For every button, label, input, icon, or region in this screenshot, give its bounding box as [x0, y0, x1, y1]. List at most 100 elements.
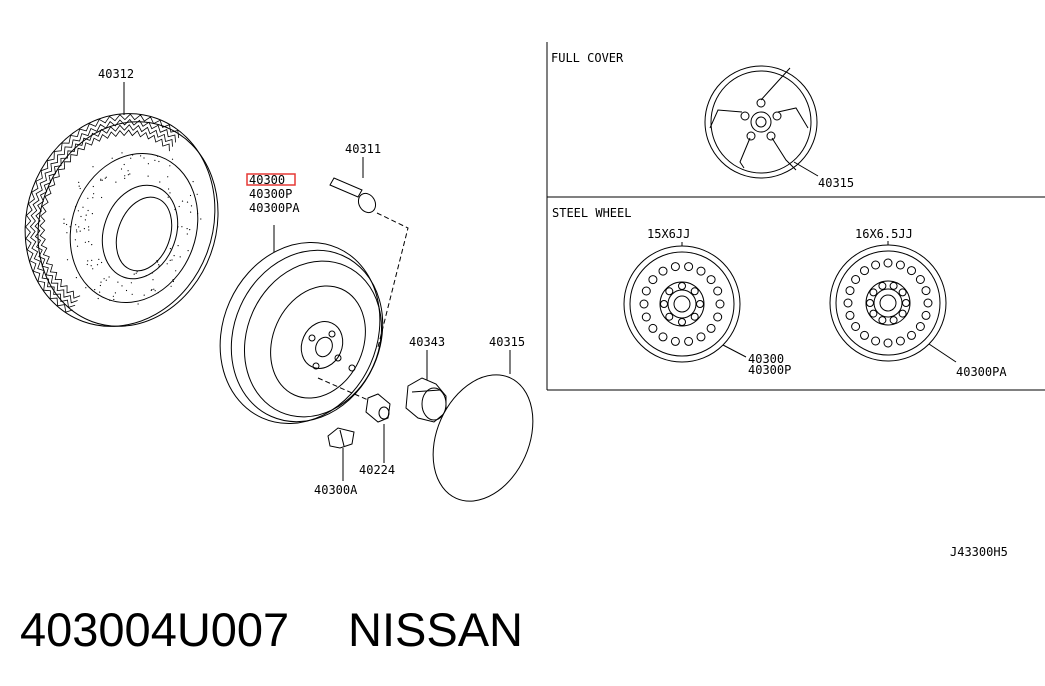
- nut-illustration: [317, 377, 391, 423]
- label-wheel-p[interactable]: 40300P: [249, 187, 292, 201]
- tire-stipple-dot: [66, 232, 68, 234]
- tire-stipple-dot: [108, 276, 110, 278]
- wheel-vent-hole: [641, 312, 651, 322]
- tire-stipple-dot: [99, 291, 101, 293]
- label-full-cover[interactable]: 40315: [818, 176, 854, 190]
- tire-stipple-dot: [167, 196, 169, 198]
- label-tire[interactable]: 40312: [98, 67, 134, 81]
- tire-stipple-dot: [105, 176, 107, 178]
- tire-stipple-dot: [90, 265, 92, 267]
- tire-stipple-dot: [169, 165, 171, 167]
- tire-stipple-dot: [103, 278, 105, 280]
- wheel-vent-hole: [915, 322, 925, 331]
- wheel-vent-hole: [713, 286, 723, 296]
- wheel-vent-hole: [871, 260, 881, 270]
- label-steel15-a[interactable]: 40300: [748, 352, 784, 366]
- tire-stipple-dot: [131, 293, 133, 295]
- wheel-vent-hole: [684, 262, 694, 272]
- tire-stipple-dot: [121, 285, 123, 287]
- tire-stipple-dot: [170, 285, 172, 287]
- tire-stipple-dot: [84, 219, 86, 221]
- tire-stipple-dot: [75, 229, 78, 231]
- wheel-vent-hole: [715, 299, 725, 309]
- label-valve[interactable]: 40311: [345, 142, 381, 156]
- wheel-lug-nut: [678, 282, 686, 290]
- tire-stipple-dot: [80, 215, 82, 218]
- tire-stipple-dot: [189, 229, 191, 231]
- full-cover-illustration: [704, 65, 818, 179]
- tire-stipple-dot: [200, 218, 202, 220]
- tire-stipple-dot: [74, 239, 76, 241]
- tire-stipple-dot: [66, 223, 68, 226]
- label-steel16[interactable]: 40300PA: [956, 365, 1007, 379]
- tire-stipple-dot: [124, 177, 126, 179]
- tire-stipple-dot: [130, 282, 132, 284]
- tire-stipple-dot: [154, 290, 156, 292]
- tire-stipple-dot: [121, 152, 123, 154]
- tire-tread-line: [29, 118, 176, 308]
- wheel-vent-hole: [843, 298, 853, 308]
- tire-tread-line: [34, 124, 173, 304]
- tire-stipple-dot: [85, 287, 87, 289]
- tire-stipple-dot: [93, 193, 95, 195]
- wheel-lug-nut: [678, 318, 686, 326]
- wheel-vent-hole: [658, 332, 668, 342]
- wheel-lug-nut: [869, 288, 878, 297]
- tire-stipple-dot: [187, 250, 189, 252]
- wheel-vent-hole: [706, 275, 716, 285]
- highlight-box: [246, 173, 296, 186]
- tire-stipple-dot: [156, 260, 158, 262]
- tire-stipple-dot: [143, 294, 145, 296]
- tire-stipple-dot: [87, 260, 89, 262]
- label-weight[interactable]: 40300A: [314, 483, 358, 497]
- tire-stipple-dot: [143, 157, 145, 159]
- wheel-lug-nut: [690, 312, 699, 321]
- wheel-lug-nut: [869, 309, 878, 318]
- steel-wheel-title: STEEL WHEEL: [552, 206, 631, 220]
- tire-stipple-dot: [75, 277, 77, 279]
- tire-stipple-dot: [109, 299, 111, 301]
- label-wheel-pa[interactable]: 40300PA: [249, 201, 300, 215]
- tire-stipple-dot: [186, 201, 189, 203]
- tire-stipple-dot: [133, 273, 135, 275]
- wheel-vent-hole: [851, 275, 861, 284]
- wheel-vent-hole: [713, 312, 723, 322]
- label-cover-disc[interactable]: 40315: [489, 335, 525, 349]
- tire-stipple-dot: [127, 174, 129, 176]
- tire-stipple-dot: [181, 200, 184, 202]
- tire-stipple-dot: [158, 265, 160, 267]
- label-steel15-b[interactable]: 40300P: [748, 363, 791, 377]
- tire-stipple-dot: [117, 281, 119, 283]
- tire-stipple-dot: [136, 271, 138, 273]
- tire-stipple-dot: [169, 248, 171, 250]
- wheel-lug-nut: [866, 299, 874, 307]
- tire-stipple-dot: [152, 279, 154, 281]
- wheel-vent-hole: [923, 298, 933, 308]
- tire-stipple-dot: [69, 226, 71, 228]
- tire-tread-line: [25, 113, 180, 313]
- tire-stipple-dot: [120, 168, 123, 170]
- tire-stipple-dot: [79, 187, 81, 190]
- tire-stipple-dot: [158, 160, 160, 163]
- tire-stipple-dot: [130, 157, 132, 159]
- tire-stipple-dot: [92, 185, 94, 188]
- tire-stipple-dot: [75, 224, 77, 226]
- wheel-vent-hole: [921, 310, 931, 320]
- tire-stipple-dot: [137, 303, 139, 305]
- wheel-vent-hole: [907, 330, 916, 340]
- wheel-vent-hole: [684, 336, 694, 346]
- label-size-16: 16X6.5JJ: [855, 227, 913, 241]
- tire-stipple-dot: [88, 241, 90, 243]
- label-center-cap[interactable]: 40343: [409, 335, 445, 349]
- tire-illustration: [24, 113, 219, 327]
- label-wheel-highlighted[interactable]: 40300: [249, 173, 285, 187]
- panel-frames: [546, 42, 1045, 391]
- wheel-vent-hole: [895, 336, 905, 346]
- steel-wheel-16-illustration: [829, 244, 947, 362]
- tire-stipple-dot: [174, 208, 176, 211]
- wheel-vent-hole: [696, 332, 706, 342]
- tire-stipple-dot: [166, 263, 168, 265]
- tire-stipple-dot: [91, 213, 93, 215]
- label-nut[interactable]: 40224: [359, 463, 395, 477]
